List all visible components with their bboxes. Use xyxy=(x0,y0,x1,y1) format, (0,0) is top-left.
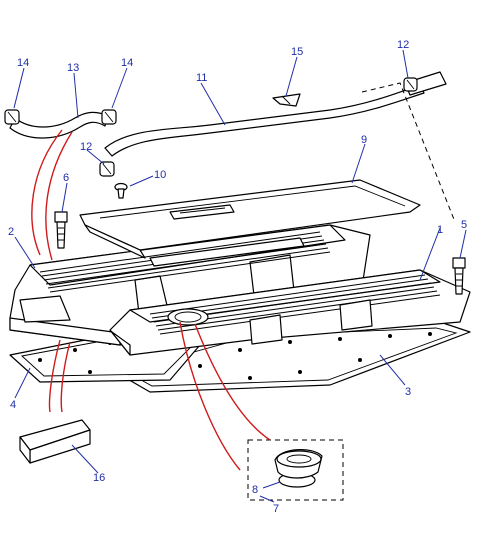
sealant-block xyxy=(19,419,91,464)
red-assembly-arcs xyxy=(31,129,271,471)
callout-12-lower: 12 xyxy=(80,141,92,153)
filler-cap-inset-frame xyxy=(247,439,344,501)
callout-6: 6 xyxy=(63,172,69,184)
baffle-screw xyxy=(114,182,128,199)
hose-clip-left xyxy=(4,109,20,125)
callout-13: 13 xyxy=(67,62,79,74)
hose-clip-lower xyxy=(99,161,115,177)
breather-hose-short xyxy=(9,111,109,139)
callout-5: 5 xyxy=(461,219,467,231)
cover-bolt-left xyxy=(54,211,68,249)
callout-1: 1 xyxy=(437,224,443,236)
hose-clip-upper-right xyxy=(403,77,418,92)
callout-2: 2 xyxy=(8,226,14,238)
callout-8: 8 xyxy=(252,484,258,496)
callout-3: 3 xyxy=(405,386,411,398)
callout-11: 11 xyxy=(196,72,207,84)
callout-16: 16 xyxy=(93,472,105,484)
callout-10: 10 xyxy=(154,169,166,181)
callout-4: 4 xyxy=(10,399,16,411)
callout-7: 7 xyxy=(273,503,279,515)
callout-15: 15 xyxy=(291,46,303,58)
callout-14-left: 14 xyxy=(17,57,29,69)
callout-9: 9 xyxy=(361,134,367,146)
hose-clip-middle xyxy=(101,109,117,125)
callout-leaders xyxy=(13,49,467,503)
oil-filler-neck xyxy=(167,308,209,326)
rocker-cover-right xyxy=(109,269,471,356)
hose-bracket xyxy=(272,93,301,107)
cover-baffle-plate xyxy=(79,179,421,259)
callout-14-right: 14 xyxy=(121,57,133,69)
callout-12-upper: 12 xyxy=(397,39,409,51)
cover-bolt-right xyxy=(452,257,466,295)
oil-filler-cap xyxy=(274,449,323,488)
assembly-guide-line xyxy=(361,82,456,223)
callout-labels: 1 2 3 4 5 6 7 8 9 10 11 12 12 13 14 14 1… xyxy=(8,39,467,515)
breather-hose-long xyxy=(104,71,447,157)
